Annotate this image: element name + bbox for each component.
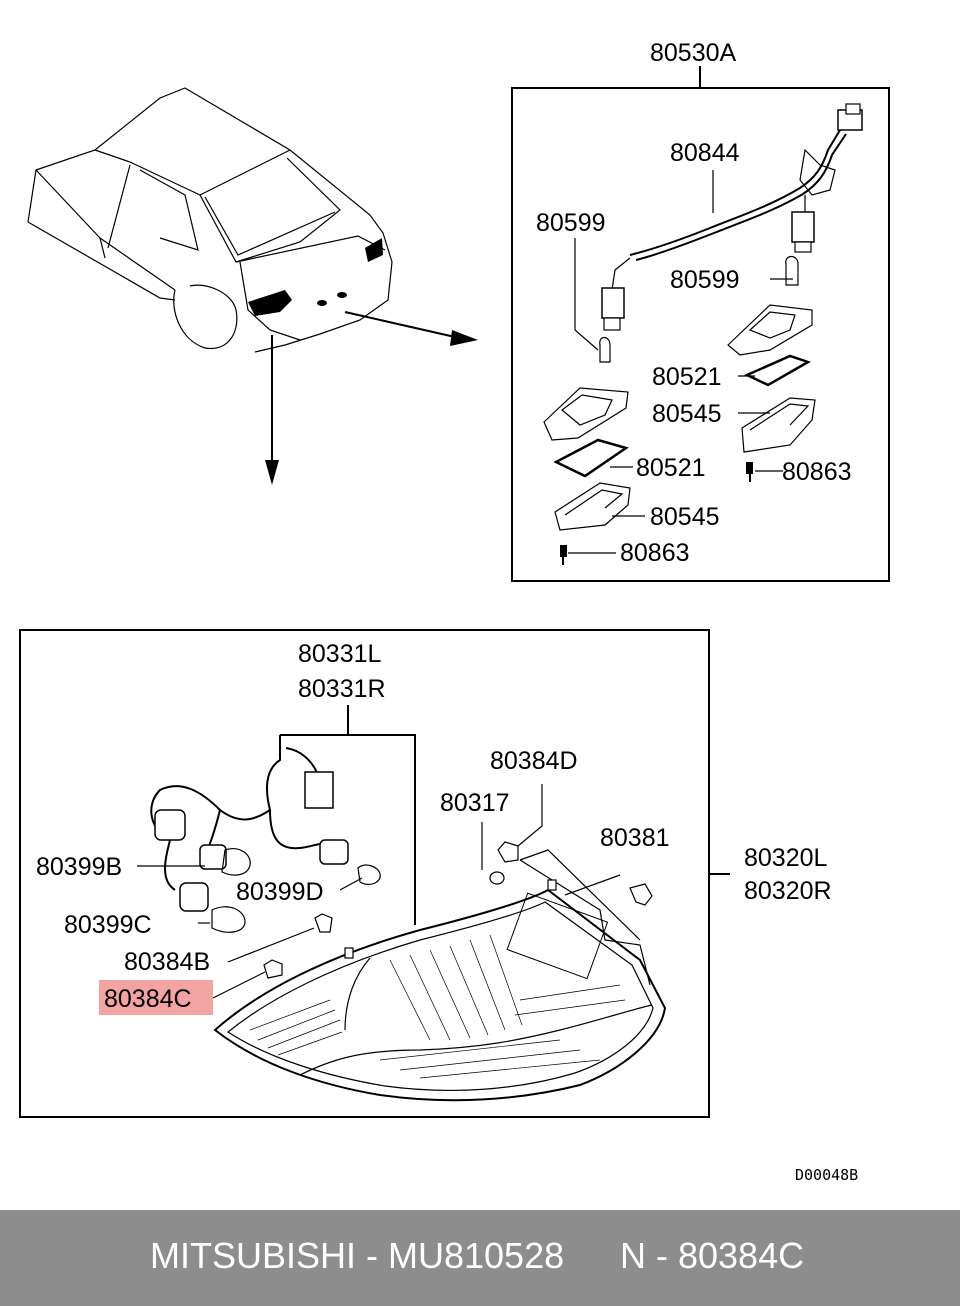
label-80399C: 80399C [64, 911, 152, 939]
license-lamp-harness [601, 103, 863, 331]
lower-bulbs [211, 848, 381, 979]
label-80381: 80381 [600, 824, 670, 852]
pointer-arrows [265, 311, 478, 485]
license-lamp-lenses [543, 304, 816, 531]
highlight-box [99, 980, 213, 1015]
label-80331R: 80331R [298, 675, 386, 703]
label-80545-right: 80545 [652, 400, 722, 428]
label-80331L: 80331L [298, 640, 382, 668]
label-80384C: 80384C [104, 985, 192, 1013]
combination-lamp-box [19, 629, 710, 1118]
label-80384B: 80384B [124, 948, 210, 976]
car-illustration [27, 87, 393, 353]
label-80384D: 80384D [490, 747, 578, 775]
lower-small-parts [489, 841, 653, 906]
label-80599-right: 80599 [670, 266, 740, 294]
label-80863-right: 80863 [782, 458, 852, 486]
lower-harness [150, 705, 416, 925]
label-80521-right: 80521 [652, 363, 722, 391]
label-80320L: 80320L [744, 844, 828, 872]
label-80320R: 80320R [744, 877, 832, 905]
label-80844: 80844 [670, 139, 740, 167]
label-80399D: 80399D [236, 878, 324, 906]
license-bulbs [599, 255, 799, 363]
footer-brand-part: MITSUBISHI - MU810528 [150, 1235, 565, 1276]
diagram-code: D00048B [795, 1166, 858, 1184]
license-screws [560, 462, 753, 565]
label-80599-left: 80599 [536, 209, 606, 237]
label-80317: 80317 [440, 789, 510, 817]
leader-lines-lower [137, 784, 621, 999]
label-80545-left: 80545 [650, 503, 720, 531]
label-80521-left: 80521 [636, 454, 706, 482]
footer-bar [0, 1210, 960, 1306]
leader-lines-upper [568, 170, 793, 554]
footer-ref: N - 80384C [620, 1235, 805, 1276]
label-80863-left: 80863 [620, 539, 690, 567]
label-80530A: 80530A [650, 39, 737, 67]
label-80399B: 80399B [36, 853, 122, 881]
tail-lamp-body [213, 849, 667, 1102]
